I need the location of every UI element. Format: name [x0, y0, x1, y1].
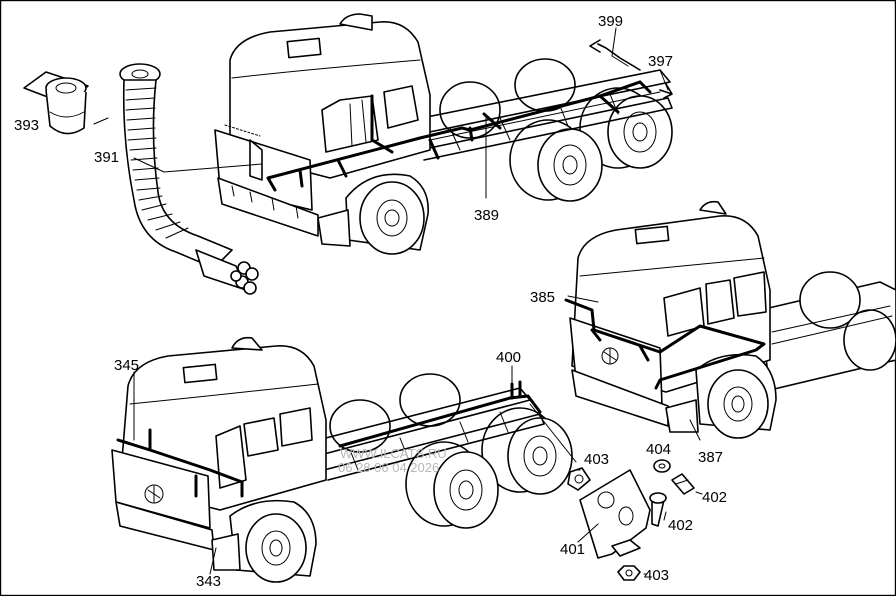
- conduit-391: [119, 63, 259, 295]
- watermark-site: WWW.ILCATS.RU: [340, 446, 447, 461]
- truck-right: [564, 200, 896, 441]
- watermark: WWW.ILCATS.RU 06 28 06 04 2026: [338, 446, 447, 475]
- callout-400: 400: [496, 349, 521, 366]
- leader-385: [567, 295, 599, 303]
- leader-402b: [663, 511, 667, 521]
- callout-402-upper: 402: [702, 489, 727, 506]
- bracket-401: [579, 469, 651, 559]
- callout-402-lower: 402: [668, 517, 693, 534]
- callout-labels: 399 397 393 391 389 385 400 345 387 404 …: [14, 13, 727, 590]
- leader-bracket: [529, 403, 577, 463]
- bracket-assembly: [529, 403, 695, 581]
- callout-404: 404: [646, 441, 671, 458]
- leader-399: [611, 27, 629, 67]
- callout-399: 399: [598, 13, 623, 30]
- arrow-399: [589, 39, 601, 53]
- cable-end-399: [597, 43, 641, 71]
- callout-403-lower: 403: [644, 567, 669, 584]
- truck-top-cab: [214, 13, 431, 255]
- callout-397: 397: [648, 53, 673, 70]
- truck-top: [214, 13, 673, 255]
- arrow-397: [659, 83, 673, 99]
- leader-393: [93, 117, 109, 125]
- grommet-393: [23, 71, 89, 135]
- callout-389: 389: [474, 207, 499, 224]
- leader-343: [209, 547, 217, 575]
- leader-397: [659, 69, 669, 91]
- bolt-402-upper: [671, 473, 695, 495]
- leader-401: [577, 523, 599, 543]
- leader-391: [133, 157, 263, 173]
- callout-401: 401: [560, 541, 585, 558]
- leader-lines: [93, 27, 703, 575]
- nut-403-lower: [617, 565, 641, 581]
- truck-bottom: [111, 336, 573, 583]
- wiring-harness-389: [266, 80, 652, 192]
- leader-402a: [695, 491, 703, 495]
- callout-385: 385: [530, 289, 555, 306]
- wiring-harness-385: [564, 298, 766, 390]
- callout-345: 345: [114, 357, 139, 374]
- wiring-harness-345: [116, 428, 244, 498]
- nut-403-upper: [567, 467, 591, 491]
- callout-387: 387: [698, 449, 723, 466]
- callout-403-upper: 403: [584, 451, 609, 468]
- watermark-datetime: 06 28 06 04 2026: [338, 460, 439, 475]
- callout-391: 391: [94, 149, 119, 166]
- callout-393: 393: [14, 117, 39, 134]
- truck-top-rear-wheels: [439, 58, 673, 202]
- callout-343: 343: [196, 573, 221, 590]
- washer-404: [653, 459, 671, 473]
- leader-387: [689, 419, 701, 441]
